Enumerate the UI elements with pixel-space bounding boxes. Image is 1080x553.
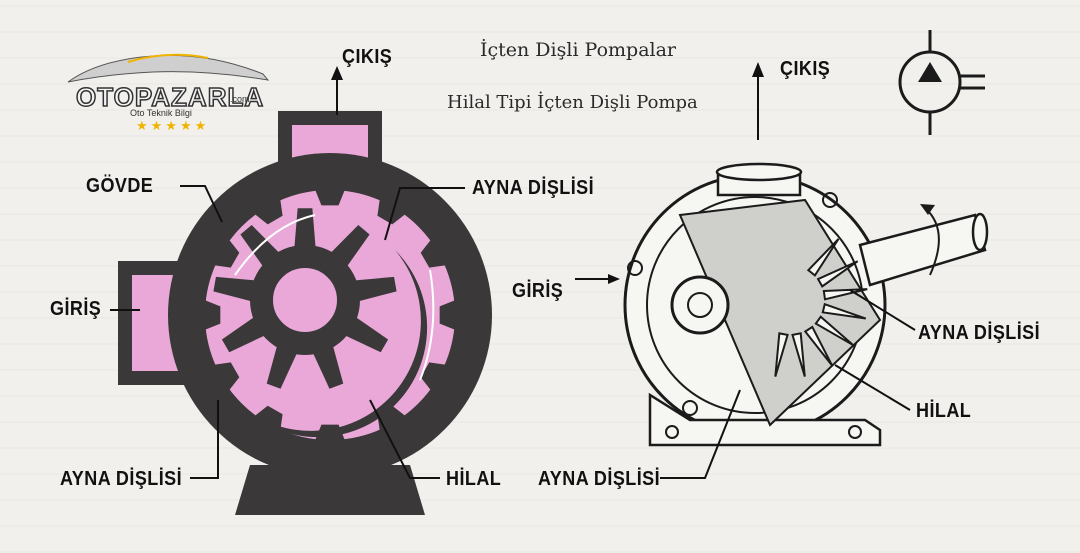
left-housing-label: GÖVDE [86, 175, 154, 197]
ring-gear-tooth [249, 405, 283, 437]
left-crescent-label: HİLAL [446, 468, 502, 490]
logo-name: OTOPAZARLA [75, 81, 265, 113]
inner-gear-tooth [328, 225, 370, 270]
housing-leader [180, 185, 223, 223]
inner-gear-tooth [311, 342, 344, 389]
inner-gear-tooth [341, 314, 389, 353]
inner-gear-hub [267, 262, 343, 338]
logo-domain: .com [230, 94, 250, 104]
right-gear-tooth [806, 238, 840, 277]
page-subtitle: Hilal Tipi İçten Dişli Pompa [447, 92, 698, 113]
ring-gear-tooth [199, 297, 221, 333]
inner-gear-tooth [351, 276, 397, 303]
right-bolt-3 [822, 192, 838, 208]
ring-gear-tooth [208, 234, 240, 268]
right-bolt-1 [627, 260, 643, 276]
ring-gear-bottom-leader [190, 400, 219, 479]
right-base [648, 392, 882, 447]
right-gear-tooth [814, 315, 855, 347]
ring-gear-tooth [420, 362, 452, 396]
left-ring-gear-bottom-label: AYNA DİŞLİSİ [60, 468, 183, 490]
right-base-bolt-left [665, 425, 679, 439]
ring-gear-tooth [439, 297, 461, 333]
right-outlet-label: ÇIKIŞ [780, 58, 831, 80]
inner-gear-tooth [266, 342, 299, 389]
left-inlet-label: GİRİŞ [50, 298, 102, 320]
right-crescent-label: HİLAL [916, 400, 972, 422]
inner-gear-tooth [213, 276, 259, 303]
car-silhouette-icon [67, 53, 270, 83]
pump-symbol-triangle [918, 62, 942, 82]
right-shaft-end [971, 212, 989, 252]
ring-gear-top-leader [384, 187, 465, 241]
logo: OTOPAZARLA .com Oto Teknik Bilgi ★★★★★ [58, 42, 278, 142]
flow-arrow-right [419, 269, 435, 381]
right-inlet-label: GİRİŞ [512, 280, 564, 302]
ring-gear-tooth [249, 193, 283, 225]
page-title: İçten Dişli Pompalar [480, 39, 677, 61]
right-gear-tooth [821, 302, 867, 320]
rotation-arrowhead [920, 204, 935, 215]
right-cutaway [678, 198, 882, 427]
ring-gear [191, 176, 469, 454]
right-bolt-2 [682, 400, 698, 416]
right-gear-tooth [791, 332, 806, 377]
right-crescent-leader [834, 364, 911, 411]
right-ring-gear-bottom-label: AYNA DİŞLİSİ [538, 468, 661, 490]
crescent-leader [369, 399, 440, 479]
left-ring-gear-top-label: AYNA DİŞLİSİ [472, 177, 595, 199]
right-outlet-arrowhead [752, 62, 764, 77]
crescent [240, 250, 428, 438]
right-ring-gear-teeth [774, 238, 868, 377]
right-ring-gear-label: AYNA DİŞLİSİ [918, 322, 1041, 344]
right-shaft-center [687, 292, 713, 318]
right-drive-shaft [858, 213, 987, 287]
right-gear-tooth [816, 260, 859, 288]
right-base-bolt-right [848, 425, 862, 439]
logo-stars: ★★★★★ [136, 118, 210, 133]
right-gear-tooth [822, 288, 868, 301]
right-ring-gear-bottom-leader [660, 389, 741, 479]
inner-gear-tooth [221, 314, 269, 353]
right-gear-tooth [803, 325, 834, 367]
ring-gear-tooth [312, 184, 348, 206]
outlet-arrowhead [331, 66, 343, 80]
inner-gear-tooth [240, 225, 282, 270]
ring-gear-tooth [420, 234, 452, 268]
ring-gear-tooth [208, 362, 240, 396]
right-inlet-arrowhead [608, 274, 620, 284]
flow-arrow-left [234, 214, 316, 276]
logo-tagline: Oto Teknik Bilgi [130, 108, 192, 118]
right-gear-tooth [774, 332, 789, 377]
housing-foot [235, 465, 425, 515]
right-ring-gear-leader [849, 289, 916, 331]
right-outlet-mouth [715, 162, 803, 182]
ring-gear-teeth [199, 184, 461, 446]
left-outlet-label: ÇIKIŞ [342, 46, 393, 68]
